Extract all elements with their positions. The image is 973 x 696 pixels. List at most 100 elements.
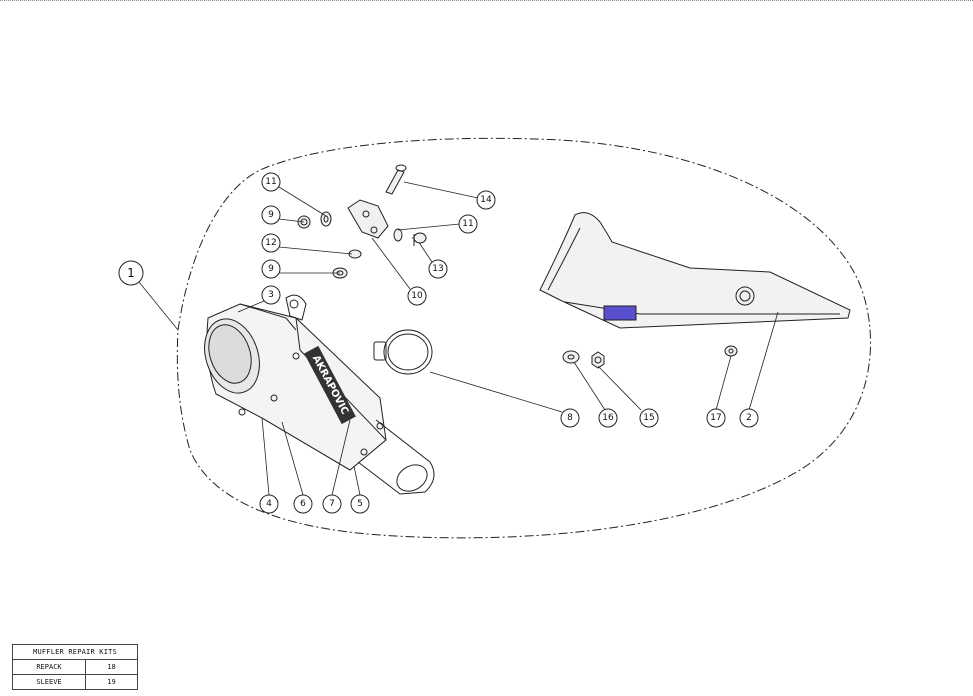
diagram-shape (403, 181, 479, 199)
diagram-shape (739, 290, 751, 302)
callout-label: 2 (746, 413, 752, 423)
diagram-shape (597, 365, 642, 411)
link-pipe-shield (539, 212, 851, 329)
callout-label: 17 (710, 413, 721, 423)
callout-2 (739, 408, 759, 428)
leader-lines (138, 181, 779, 496)
callout-11a (261, 172, 281, 192)
callout-labels: 1 2 3 4 5 6 7 8 9 9 10 11 11 12 13 14 15… (127, 177, 752, 509)
diagram-shape (320, 211, 332, 227)
callout-label: 7 (329, 499, 335, 509)
table-header-row: MUFFLER REPAIR KITS (12, 644, 138, 660)
callout-1 (118, 260, 144, 286)
diagram-shape (419, 243, 433, 263)
muffler-assembly (204, 294, 435, 495)
diagram-shape (376, 422, 384, 430)
diagram-shape (393, 228, 403, 242)
diagram-shape (237, 300, 265, 313)
callout-label: 4 (266, 499, 272, 509)
callout-17 (706, 408, 726, 428)
diagram-shape (724, 345, 738, 357)
diagram-shape (353, 465, 361, 496)
callout-label: 14 (480, 195, 492, 205)
kit-name: REPACK (12, 659, 86, 675)
diagram-shape (395, 164, 407, 172)
callout-10 (407, 286, 427, 306)
diagram-shape (292, 352, 300, 360)
diagram-shape (370, 226, 378, 234)
diagram-shape (594, 356, 602, 364)
callout-14 (476, 190, 496, 210)
diagram-shape (285, 294, 307, 321)
diagram-shape (735, 286, 755, 306)
diagram-shape (397, 223, 461, 231)
table-row: REPACK 18 (12, 659, 138, 675)
callout-12 (261, 233, 281, 253)
callout-3 (261, 285, 281, 305)
callout-8 (560, 408, 580, 428)
callout-label: 15 (643, 413, 654, 423)
callout-label: 9 (268, 210, 274, 220)
callout-15 (639, 408, 659, 428)
table-row: SLEEVE 19 (12, 674, 138, 690)
kit-name: SLEEVE (12, 674, 86, 690)
callout-6 (293, 494, 313, 514)
callout-label: 8 (567, 413, 573, 423)
diagram-shape (547, 227, 581, 291)
table-title: MUFFLER REPAIR KITS (12, 644, 138, 660)
top-border-line (0, 0, 973, 3)
diagram-shape (373, 341, 387, 361)
callout-label: 1 (127, 266, 135, 280)
diagram-shape (278, 218, 305, 223)
callout-label: 6 (300, 499, 306, 509)
kit-number: 18 (85, 659, 138, 675)
diagram-shape (539, 212, 851, 329)
diagram-shape (261, 417, 351, 471)
diagram-shape (331, 419, 351, 496)
callout-4 (259, 494, 279, 514)
callout-16 (598, 408, 618, 428)
diagram-shape (385, 169, 405, 195)
bracket (347, 199, 389, 239)
callout-label: 11 (265, 177, 276, 187)
kit-number: 19 (85, 674, 138, 690)
diagram-shape (603, 305, 637, 321)
diagram-shape (360, 448, 368, 456)
diagram-shape (281, 421, 304, 496)
callout-label: 13 (432, 264, 443, 274)
diagram-shape (270, 394, 278, 402)
diagram-shape (357, 419, 435, 495)
callout-11b (458, 214, 478, 234)
callout-label: 16 (602, 413, 614, 423)
diagram-shape (278, 186, 327, 217)
diagram-shape (728, 348, 734, 354)
diagram-shape (138, 281, 179, 331)
diagram-shape (715, 355, 732, 411)
diagram-shape (304, 345, 356, 425)
diagram-shape (567, 354, 575, 360)
pin (385, 164, 407, 195)
diagram-shape (238, 408, 246, 416)
callout-label: 3 (268, 290, 274, 300)
diagram-shape (591, 351, 605, 369)
diagram-shape (396, 464, 428, 492)
callout-13 (428, 259, 448, 279)
diagram-shape (429, 371, 563, 413)
diagram-shape (208, 324, 252, 384)
diagram-shape (347, 199, 389, 239)
diagram-shape (278, 246, 353, 255)
callout-label: 10 (411, 291, 423, 301)
diagram-shape (371, 237, 411, 290)
callout-label: 9 (268, 264, 274, 274)
diagram-shape (573, 361, 606, 411)
callout-7 (322, 494, 342, 514)
callout-5 (350, 494, 370, 514)
diagram-shape (562, 350, 580, 364)
callouts (118, 172, 759, 514)
clamp (373, 329, 433, 375)
diagram-shape (362, 210, 370, 218)
diagram-shape (748, 311, 779, 411)
callout-label: 12 (265, 238, 276, 248)
hardware (297, 211, 738, 369)
diagram-shape (239, 303, 297, 331)
